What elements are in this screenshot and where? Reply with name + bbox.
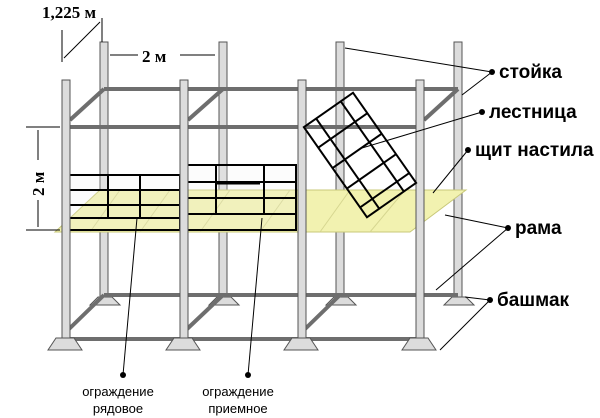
back-posts bbox=[99, 41, 463, 298]
height-dimension: 2 м bbox=[29, 171, 48, 196]
label-guard-receiving-line2: приемное bbox=[208, 401, 267, 416]
ladder bbox=[302, 91, 418, 219]
bottom-frame bbox=[66, 293, 458, 341]
top-frame bbox=[66, 87, 460, 129]
leader-dots bbox=[120, 69, 511, 378]
label-frame: рама bbox=[515, 218, 562, 239]
label-guard-receiving-line1: ограждение bbox=[202, 384, 274, 399]
label-guard-row-line1: ограждение bbox=[82, 384, 154, 399]
label-guard-row-line2: рядовое bbox=[93, 401, 143, 416]
label-post: стойка bbox=[499, 62, 562, 83]
guardrail-row bbox=[67, 174, 181, 231]
label-ladder: лестница bbox=[489, 102, 577, 123]
guardrail-receiving bbox=[185, 164, 297, 231]
dimension-lines bbox=[26, 18, 215, 231]
label-base-plate: башмак bbox=[497, 290, 570, 311]
front-base-plates bbox=[47, 337, 437, 351]
leader-lines bbox=[122, 47, 509, 376]
label-deck-board: щит настила bbox=[475, 140, 594, 161]
span-dimension: 2 м bbox=[142, 47, 167, 66]
depth-dimension: 1,225 м bbox=[42, 3, 97, 22]
